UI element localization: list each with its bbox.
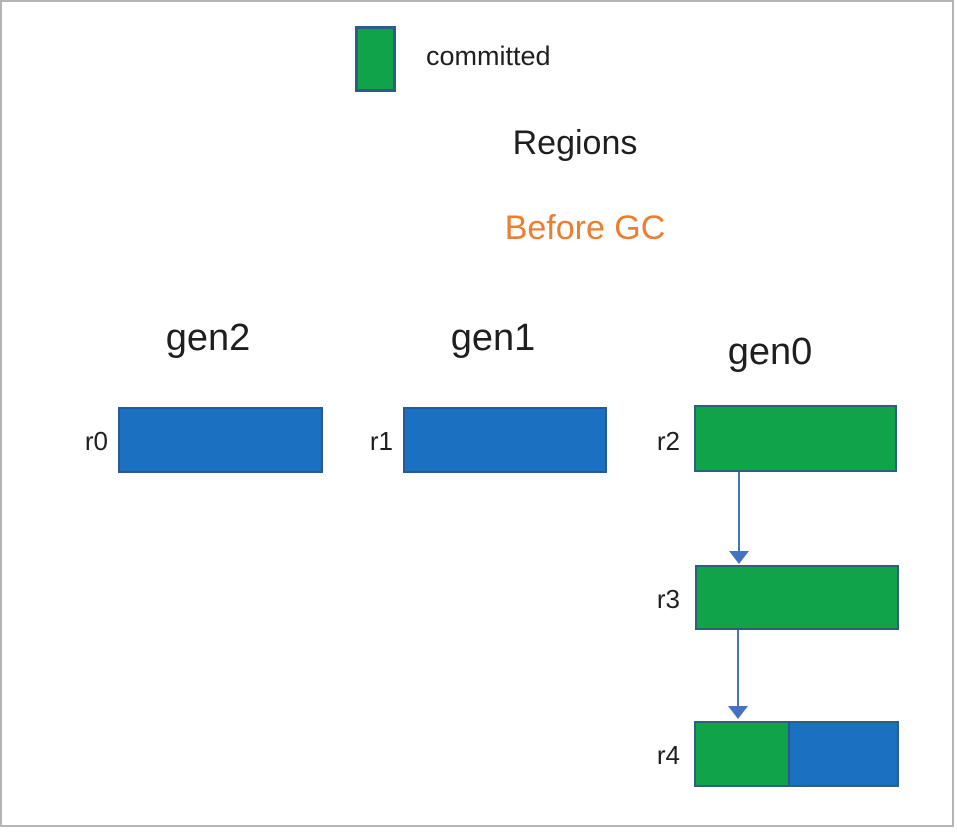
region-r4-uncommitted-segment (790, 723, 897, 785)
region-label-r1: r1 (369, 426, 393, 456)
gen1-heading: gen1 (450, 317, 536, 359)
arrow-r3-to-r4-line (737, 630, 739, 707)
region-r0-segment (120, 409, 321, 471)
region-r3-segment (697, 567, 897, 628)
region-rect-r0 (118, 407, 323, 473)
region-rect-r3 (695, 565, 899, 630)
region-rect-r4 (694, 721, 899, 787)
arrow-r2-to-r3-head-icon (729, 551, 749, 564)
region-rect-r1 (403, 407, 607, 473)
gen2-heading: gen2 (165, 317, 251, 359)
page-title: Regions (512, 124, 638, 162)
region-label-r0: r0 (84, 426, 108, 456)
region-label-r4: r4 (656, 740, 680, 770)
subtitle-before-gc: Before GC (504, 209, 666, 247)
region-r1-segment (405, 409, 605, 471)
region-label-r2: r2 (656, 426, 680, 456)
committed-legend-swatch (355, 26, 396, 92)
region-r4-committed-segment (696, 723, 791, 785)
arrow-r3-to-r4-head-icon (728, 706, 748, 719)
region-r2-segment (696, 407, 895, 470)
region-label-r3: r3 (656, 584, 680, 614)
arrow-r2-to-r3-line (738, 472, 740, 552)
committed-legend-label: committed (426, 41, 551, 71)
region-rect-r2 (694, 405, 897, 472)
gen0-heading: gen0 (727, 331, 813, 373)
